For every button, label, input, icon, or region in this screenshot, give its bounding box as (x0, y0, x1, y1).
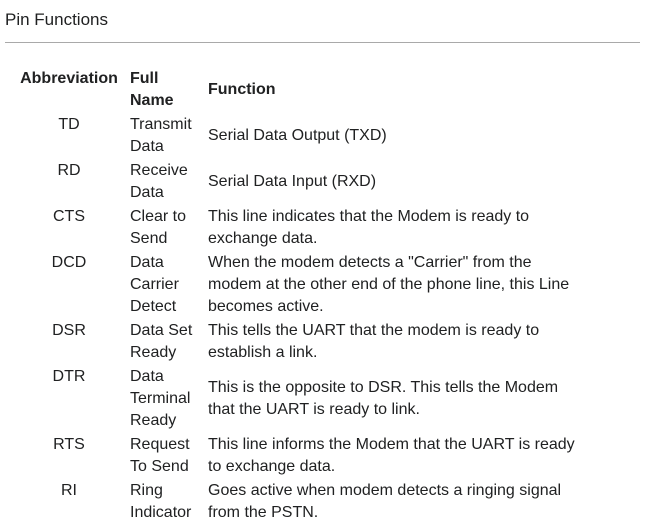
cell-function: Serial Data Output (TXD) (208, 127, 387, 144)
pin-functions-table: Abbreviation Full Name Function TD Trans… (13, 67, 584, 525)
table-row: DSR Data Set Ready This tells the UART t… (13, 319, 584, 365)
cell-abbreviation: RD (57, 162, 81, 179)
table-row: DTR Data Terminal Ready This is the oppo… (13, 365, 584, 433)
cell-full-name: Data Carrier Detect (130, 254, 179, 315)
table-row: DCD Data Carrier Detect When the modem d… (13, 251, 584, 319)
cell-full-name: Receive Data (130, 162, 188, 201)
cell-full-name: Ring Indicator (130, 482, 192, 521)
cell-full-name: Request To Send (130, 436, 190, 475)
cell-abbreviation: DSR (52, 322, 86, 339)
cell-abbreviation: CTS (53, 208, 85, 225)
cell-function: This is the opposite to DSR. This tells … (208, 379, 559, 418)
table-row: CTS Clear to Send This line indicates th… (13, 205, 584, 251)
table-body: TD Transmit Data Serial Data Output (TXD… (13, 113, 584, 525)
cell-abbreviation: DCD (51, 254, 87, 271)
cell-full-name: Data Set Ready (130, 322, 193, 361)
cell-function: When the modem detects a "Carrier" from … (208, 254, 570, 315)
cell-abbreviation: RTS (53, 436, 85, 453)
cell-function: This tells the UART that the modem is re… (208, 322, 540, 361)
cell-full-name: Clear to Send (130, 208, 187, 247)
table-row: RTS Request To Send This line informs th… (13, 433, 584, 479)
table-row: RD Receive Data Serial Data Input (RXD) (13, 159, 584, 205)
cell-function: This line indicates that the Modem is re… (208, 208, 530, 247)
header-cell-function: Function (208, 81, 276, 98)
header-cell-abbreviation: Abbreviation (20, 70, 118, 87)
cell-full-name: Transmit Data (130, 116, 192, 155)
page-title: Pin Functions (5, 10, 108, 29)
cell-full-name: Data Terminal Ready (130, 368, 191, 429)
cell-abbreviation: RI (61, 482, 77, 499)
header-cell-full-name: Full Name (130, 70, 174, 109)
cell-function: Goes active when modem detects a ringing… (208, 482, 562, 521)
cell-abbreviation: DTR (52, 368, 86, 385)
table-row: RI Ring Indicator Goes active when modem… (13, 479, 584, 525)
cell-function: This line informs the Modem that the UAR… (208, 436, 575, 475)
title-divider (5, 42, 640, 43)
table-row: TD Transmit Data Serial Data Output (TXD… (13, 113, 584, 159)
table-header-row: Abbreviation Full Name Function (13, 67, 584, 113)
cell-function: Serial Data Input (RXD) (208, 173, 377, 190)
cell-abbreviation: TD (58, 116, 80, 133)
